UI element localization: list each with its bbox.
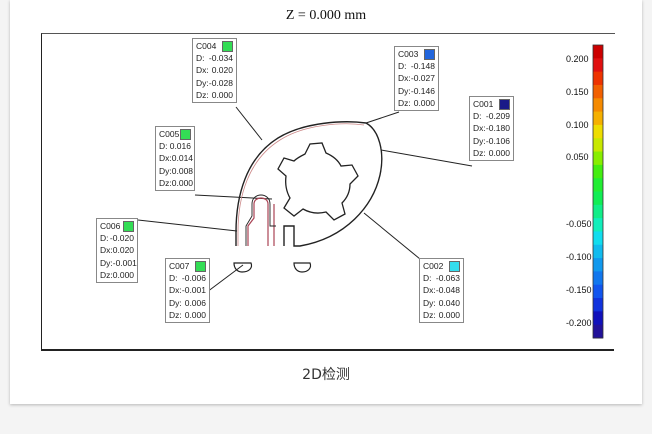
deviation-value: -0.209	[485, 111, 510, 122]
deviation-value: 0.016	[169, 141, 191, 152]
scale-label: 0.050	[566, 152, 589, 162]
deviation-x-value: -0.027	[410, 73, 435, 84]
leader-c003	[365, 111, 400, 124]
deviation-z-value: 0.000	[488, 147, 510, 158]
callout-c002: C002 D:-0.063 Dx:-0.048 Dy:0.040 Dz:0.00…	[419, 258, 464, 324]
scale-color-band	[593, 138, 603, 153]
scale-color-band	[593, 244, 603, 259]
deviation-z-value: 0.000	[184, 309, 206, 320]
scale-color-band	[593, 84, 603, 99]
deviation-x-value: 0.020	[211, 65, 233, 76]
left-small-feature	[233, 262, 253, 273]
center-slot	[247, 197, 275, 246]
deviation-z-value: 0.000	[438, 309, 460, 320]
callout-id: C003	[398, 49, 419, 59]
callout-c007: C007 D:-0.006 Dx:-0.001 Dy:0.006 Dz:0.00…	[165, 258, 210, 324]
scale-label: -0.050	[566, 219, 592, 229]
leader-c001	[380, 149, 473, 167]
deviation-color-swatch	[180, 129, 191, 140]
deviation-x-value: -0.180	[485, 123, 510, 134]
scale-label: 0.100	[566, 120, 589, 130]
scale-label: 0.200	[566, 54, 589, 64]
inspection-plot-frame	[41, 33, 615, 351]
deviation-z-value: 0.000	[171, 177, 194, 188]
plot-bottom-border	[41, 349, 614, 351]
right-small-feature	[293, 262, 312, 273]
callout-c004: C004 D:-0.034 Dx:0.020 Dy:-0.028 Dz:0.00…	[192, 38, 237, 104]
deviation-color-swatch	[123, 221, 134, 232]
scale-color-band	[593, 71, 603, 86]
callout-c001: C001 D:-0.209 Dx:-0.180 Dy:-0.106 Dz:0.0…	[469, 96, 514, 162]
scale-color-band	[593, 204, 603, 219]
leader-c004	[235, 106, 263, 141]
leader-c007	[206, 264, 244, 293]
scale-label: -0.100	[566, 252, 592, 262]
nominal-contour-offset	[237, 123, 365, 246]
scale-bar-frame	[592, 44, 604, 339]
deviation-z-value: 0.000	[112, 269, 135, 280]
scale-color-band	[593, 98, 603, 113]
scale-color-band	[593, 311, 603, 326]
callout-c003: C003 D:-0.148 Dx:-0.027 Dy:-0.146 Dz:0.0…	[394, 46, 439, 112]
scale-label: -0.200	[566, 318, 592, 328]
deviation-y-value: -0.106	[485, 135, 510, 146]
deviation-value: -0.063	[435, 273, 460, 284]
deviation-value: -0.034	[208, 53, 233, 64]
deviation-y-value: -0.028	[208, 77, 233, 88]
deviation-color-swatch	[449, 261, 460, 272]
callout-id: C007	[169, 261, 190, 271]
callout-id: C001	[473, 99, 494, 109]
deviation-color-swatch	[195, 261, 206, 272]
deviation-y-value: 0.008	[171, 165, 194, 176]
inner-gear-hole	[277, 142, 359, 221]
deviation-x-value: -0.048	[435, 285, 460, 296]
figure-caption: 2D检测	[302, 367, 350, 383]
deviation-color-swatch	[424, 49, 435, 60]
scale-color-band	[593, 111, 603, 126]
callout-id: C005	[159, 129, 180, 139]
deviation-y-value: 0.006	[184, 297, 206, 308]
scale-label: 0.150	[566, 87, 589, 97]
scale-label: -0.150	[566, 285, 592, 295]
deviation-color-swatch	[499, 99, 510, 110]
callout-c006: C006 D:-0.020 Dx:0.020 Dy:-0.001 Dz:0.00…	[96, 218, 138, 284]
outer-contour	[235, 121, 383, 247]
deviation-value: -0.006	[181, 273, 206, 284]
deviation-value: -0.148	[410, 61, 435, 72]
deviation-value: -0.020	[109, 233, 134, 244]
leader-c006	[137, 219, 238, 232]
deviation-y-value: 0.040	[438, 297, 460, 308]
scale-color-band	[593, 231, 603, 246]
scale-color-band	[593, 178, 603, 192]
deviation-y-value: -0.146	[410, 85, 435, 96]
deviation-x-value: -0.001	[181, 285, 206, 296]
z-level-title: Z = 0.000 mm	[285, 8, 367, 23]
slot-outline	[245, 194, 276, 246]
deviation-color-scale	[593, 45, 603, 339]
scale-color-band	[593, 151, 603, 166]
callout-id: C004	[196, 41, 217, 51]
deviation-z-value: 0.000	[211, 89, 233, 100]
scale-color-band	[593, 218, 603, 232]
scale-color-band	[593, 58, 603, 73]
scale-color-band	[593, 124, 603, 139]
deviation-x-value: 0.020	[112, 245, 135, 256]
leader-c002	[363, 212, 421, 260]
deviation-z-value: 0.000	[413, 97, 435, 108]
scale-color-band	[593, 191, 603, 206]
callout-id: C002	[423, 261, 444, 271]
scale-color-band	[593, 298, 603, 312]
scale-color-band	[593, 284, 603, 299]
callout-c005: C005 D:0.016 Dx:0.014 Dy:0.008 Dz:0.000	[155, 126, 195, 192]
scale-color-band	[593, 45, 603, 59]
deviation-color-swatch	[222, 41, 233, 52]
scale-color-band	[593, 324, 603, 339]
scale-color-band	[593, 271, 603, 286]
scale-color-band	[593, 164, 603, 179]
deviation-x-value: 0.014	[171, 153, 194, 164]
deviation-y-value: -0.001	[112, 257, 137, 268]
scale-color-band	[593, 258, 603, 272]
callout-id: C006	[100, 221, 121, 231]
